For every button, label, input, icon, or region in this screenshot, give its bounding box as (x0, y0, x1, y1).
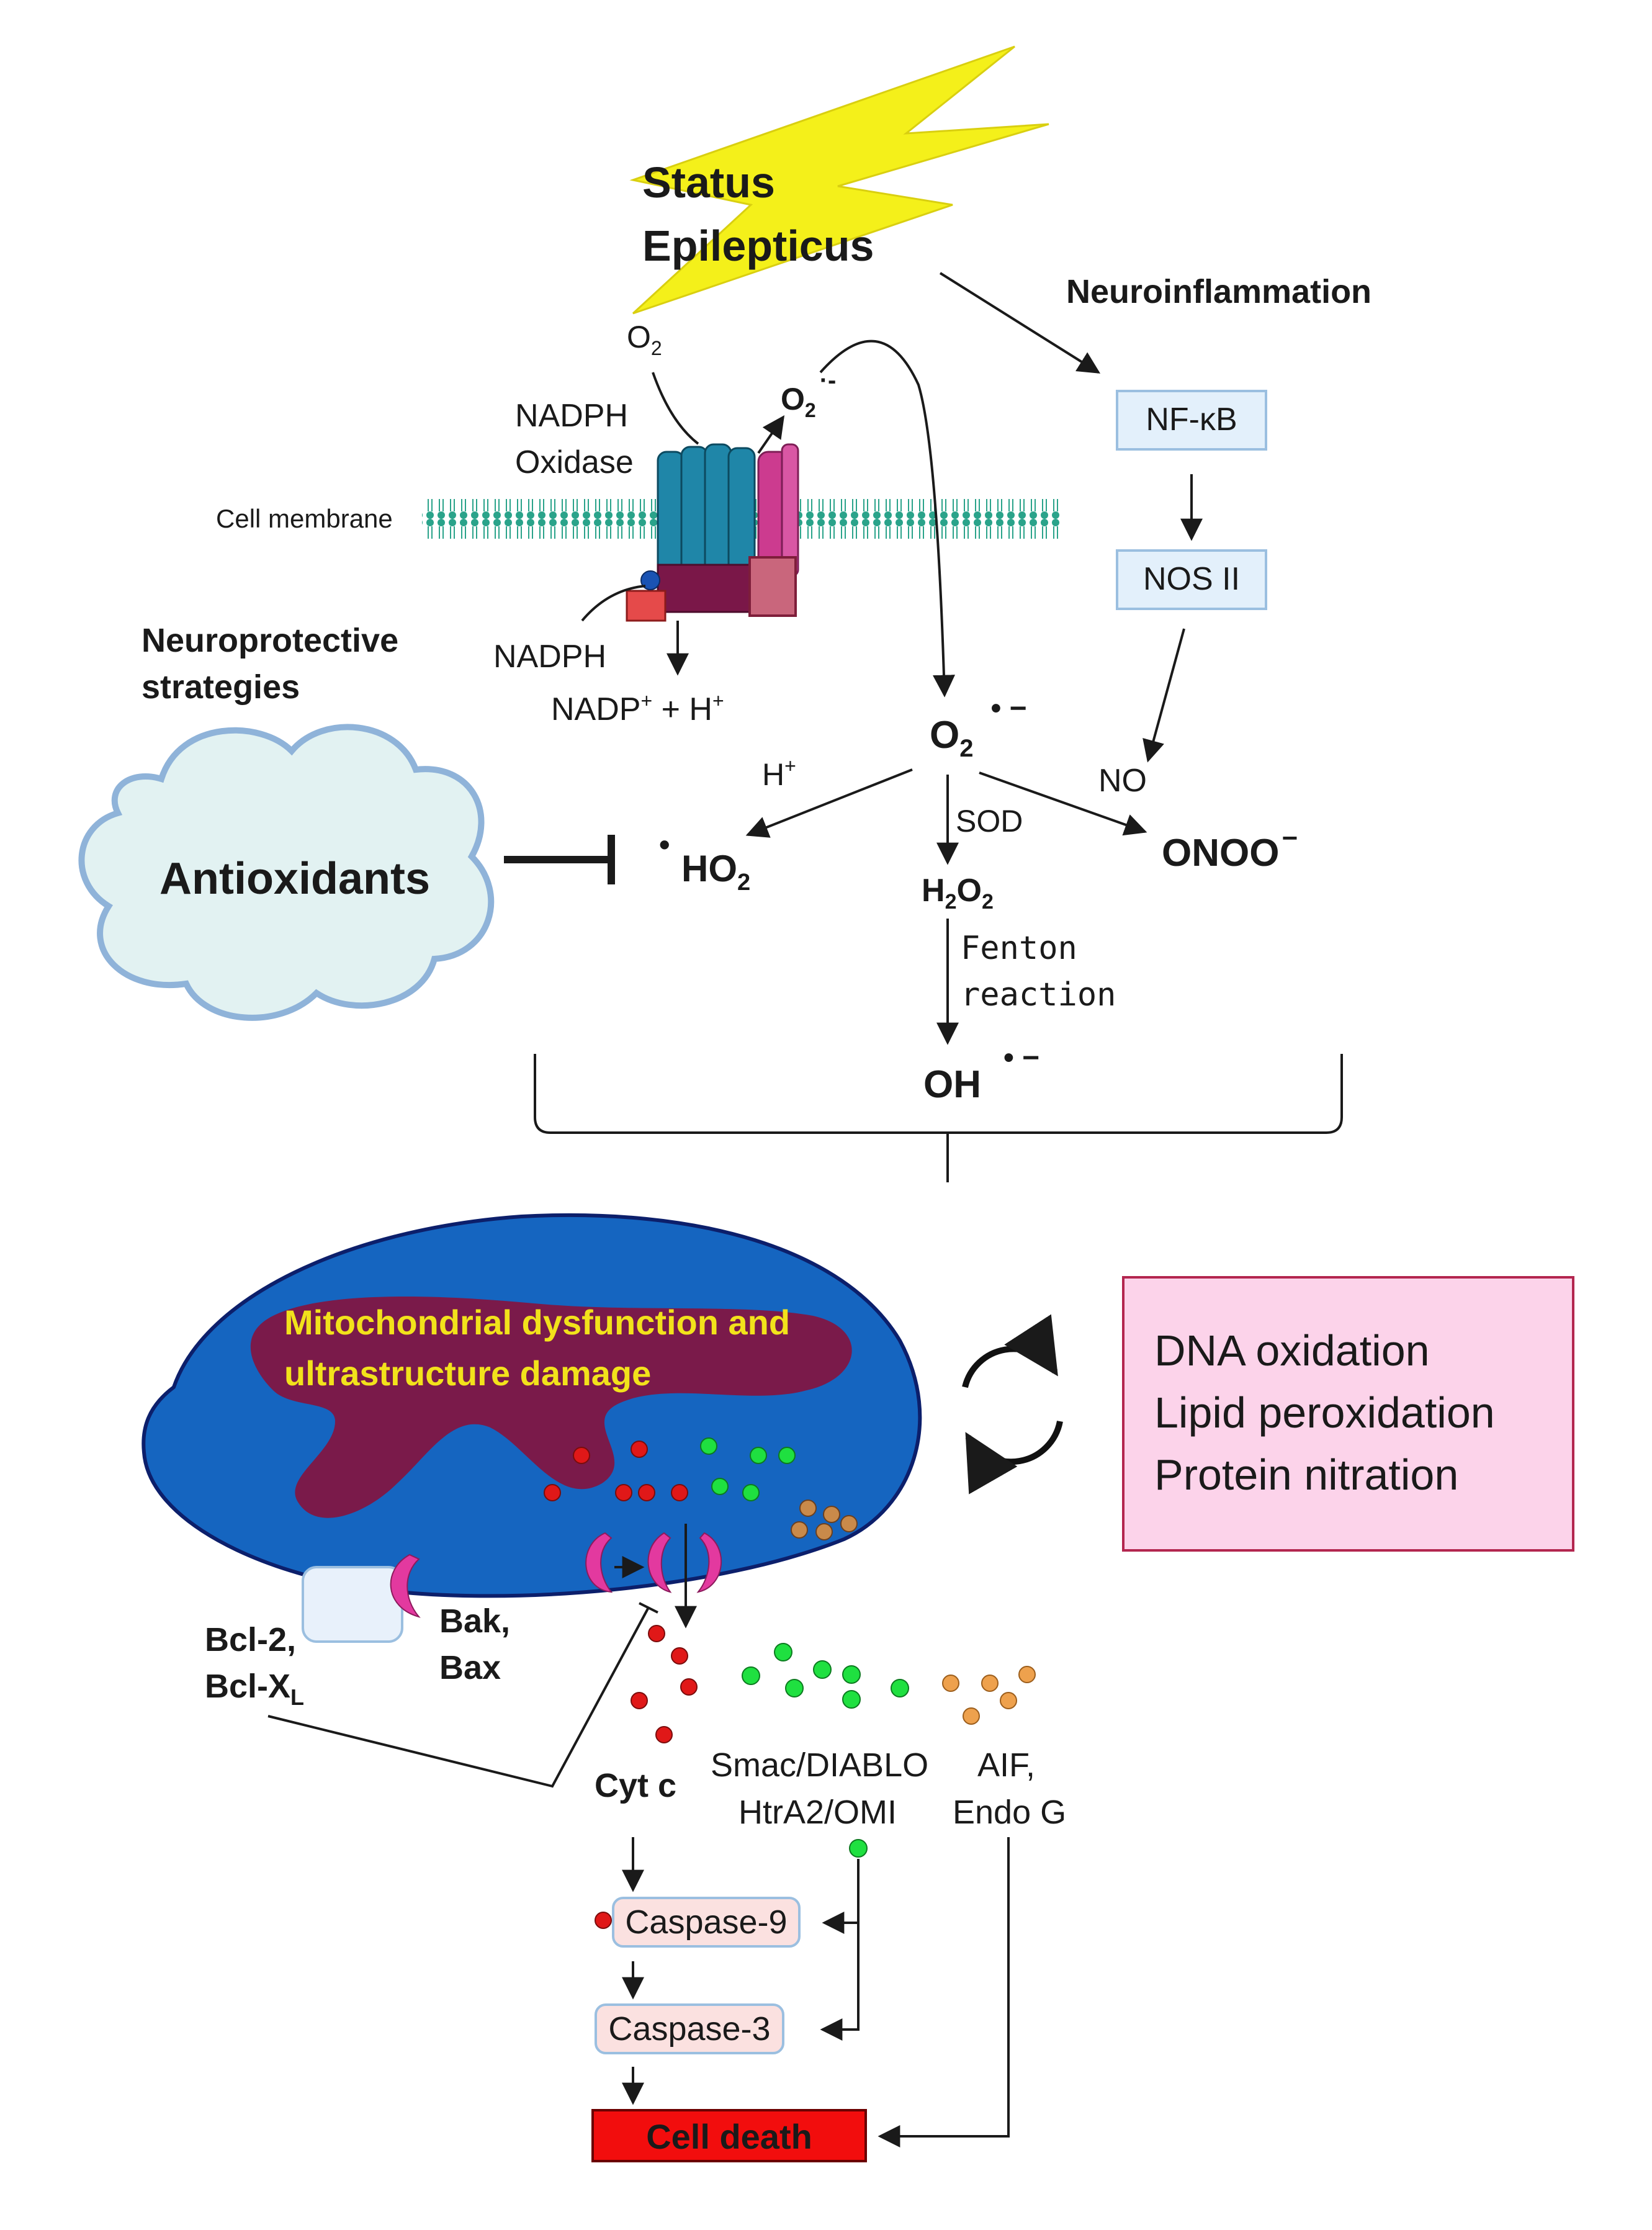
nadph-oxidase-line2: Oxidase (515, 444, 634, 480)
smac-dots-inside (700, 1437, 796, 1501)
peroxynitrite-label: ONOO− (1162, 823, 1298, 874)
superoxide-small-label: O2·- (781, 367, 836, 421)
aif-line2: Endo G (953, 1794, 1066, 1831)
caspase-3-box (595, 2003, 784, 2054)
bcl-line2: Bcl-XL (205, 1668, 304, 1710)
caspase-9-box (612, 1897, 801, 1948)
caspase-9-label: Caspase-9 (625, 1904, 787, 1941)
bcl2-protein-icon (302, 1566, 403, 1643)
mitochondria-title-line1: Mitochondrial dysfunction and (284, 1303, 790, 1342)
arrow-nos-no (1142, 628, 1185, 763)
neuroprotective-line1: Neuroprotective (141, 622, 398, 659)
status-epilepticus-line2: Epilepticus (642, 222, 874, 270)
smac-dot-marker (849, 1839, 868, 1858)
nfkb-box (1116, 390, 1267, 451)
nadph-oxidase-line1: NADPH (515, 398, 628, 434)
nos-label: NOS II (1143, 561, 1240, 597)
bak-line2: Bax (439, 1649, 501, 1686)
damage-line2: Lipid peroxidation (1154, 1388, 1495, 1437)
no-label: NO (1098, 763, 1147, 799)
antioxidants-label: Antioxidants (159, 854, 430, 904)
arrow-superoxide-ho2 (745, 768, 913, 838)
cell-death-label: Cell death (646, 2117, 812, 2156)
oxidative-damage-box (1122, 1276, 1574, 1552)
ros-bracket (534, 1054, 1343, 1134)
mitochondrion-cristae (250, 1296, 852, 1518)
aif-dots-released (942, 1666, 1036, 1725)
bcl-line1: Bcl-2, (205, 1621, 296, 1658)
cycle-arrows-icon (962, 1314, 1063, 1495)
caspase-3-label: Caspase-3 (608, 2010, 770, 2048)
cyt-c-dots-released (631, 1625, 698, 1743)
arrow-superoxide-down (819, 339, 956, 698)
damage-line1: DNA oxidation (1154, 1326, 1430, 1375)
bcl2-inhibition-bar (639, 1602, 658, 1614)
bak-line1: Bak, (439, 1603, 510, 1640)
cell-membrane-label: Cell membrane (216, 504, 393, 533)
aif-line1: AIF, (977, 1747, 1035, 1784)
nadph-label: NADPH (493, 639, 606, 675)
ho2-label: HO2 (681, 848, 750, 896)
nos-box (1116, 549, 1267, 610)
lightning-bolt-icon (629, 45, 1049, 315)
nadp-label: NADP+ + H+ (551, 690, 724, 727)
fenton-line1: Fenton (961, 930, 1077, 967)
arrow-superoxide-onoo (979, 771, 1147, 836)
arrow-o2-into-oxidase (652, 372, 699, 445)
cyt-c-dots-inside (544, 1441, 688, 1501)
mitochondria-title-line2: ultrastructure damage (284, 1354, 651, 1393)
mitochondrial-pore-icon (585, 1532, 722, 1593)
aif-dots-inside (791, 1499, 858, 1540)
sod-label: SOD (956, 804, 1023, 838)
neuroprotective-line2: strategies (141, 668, 300, 706)
cyt-c-label: Cyt c (595, 1767, 676, 1804)
smac-line2: HtrA2/OMI (738, 1794, 897, 1831)
bak-bax-protein-icon (390, 1553, 421, 1618)
o2-input-label: O2 (627, 320, 662, 359)
bcl2-inhibition-line (267, 1607, 650, 1788)
smac-line1: Smac/DIABLO (711, 1747, 928, 1784)
hplus-label: H+ (762, 755, 796, 792)
status-epilepticus-line1: Status (642, 158, 775, 207)
antioxidant-cloud-icon (78, 724, 495, 1021)
fenton-line2: reaction (961, 976, 1116, 1014)
arrow-nadph-in (581, 585, 646, 622)
arrow-smac-casp3 (820, 1859, 860, 2041)
h2o2-label: H2O2 (922, 873, 994, 914)
superoxide-label: O2• − (930, 692, 1027, 762)
damage-line3: Protein nitration (1154, 1450, 1458, 1499)
cyt-c-dot-bound (595, 1912, 612, 1929)
nadph-oxidase-complex-icon (626, 443, 799, 622)
smac-dots-released (742, 1643, 909, 1709)
ho2-radical-dot: • (659, 827, 670, 862)
hydroxyl-radical-label: OH• − (923, 1041, 1039, 1106)
arrow-to-nfkb (939, 272, 1101, 374)
arrow-aif-death (878, 1837, 1010, 2147)
cell-death-box (591, 2109, 867, 2162)
neuroinflammation-label: Neuroinflammation (1066, 273, 1371, 310)
arrow-oxidase-superoxide (757, 415, 785, 454)
nfkb-label: NF-κB (1146, 402, 1237, 438)
